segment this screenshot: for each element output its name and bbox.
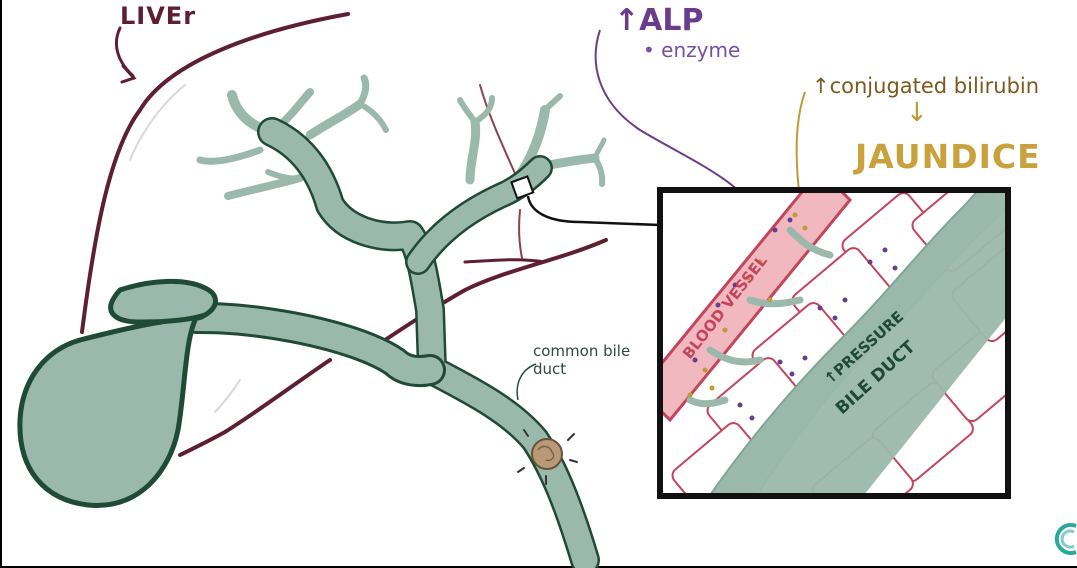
conjugated-bilirubin-label: ↑conjugated bilirubin <box>812 74 1040 98</box>
zoom-inset: BLOOD VESSEL ↑PRESSURE BILE DUCT <box>657 187 1011 499</box>
gallbladder <box>17 279 218 508</box>
liver-label: LIVEr <box>120 2 197 30</box>
alp-label: ↑ALP <box>614 3 704 38</box>
stone-icon <box>517 429 578 485</box>
down-arrow-icon: ↓ <box>906 98 928 128</box>
enzyme-label: • enzyme <box>643 38 741 62</box>
common-bile-duct-label: common bile duct <box>533 342 631 378</box>
jaundice-label: JAUNDICE <box>855 137 1041 176</box>
logo-icon <box>1054 523 1077 555</box>
hepatic-ducts <box>180 117 600 568</box>
